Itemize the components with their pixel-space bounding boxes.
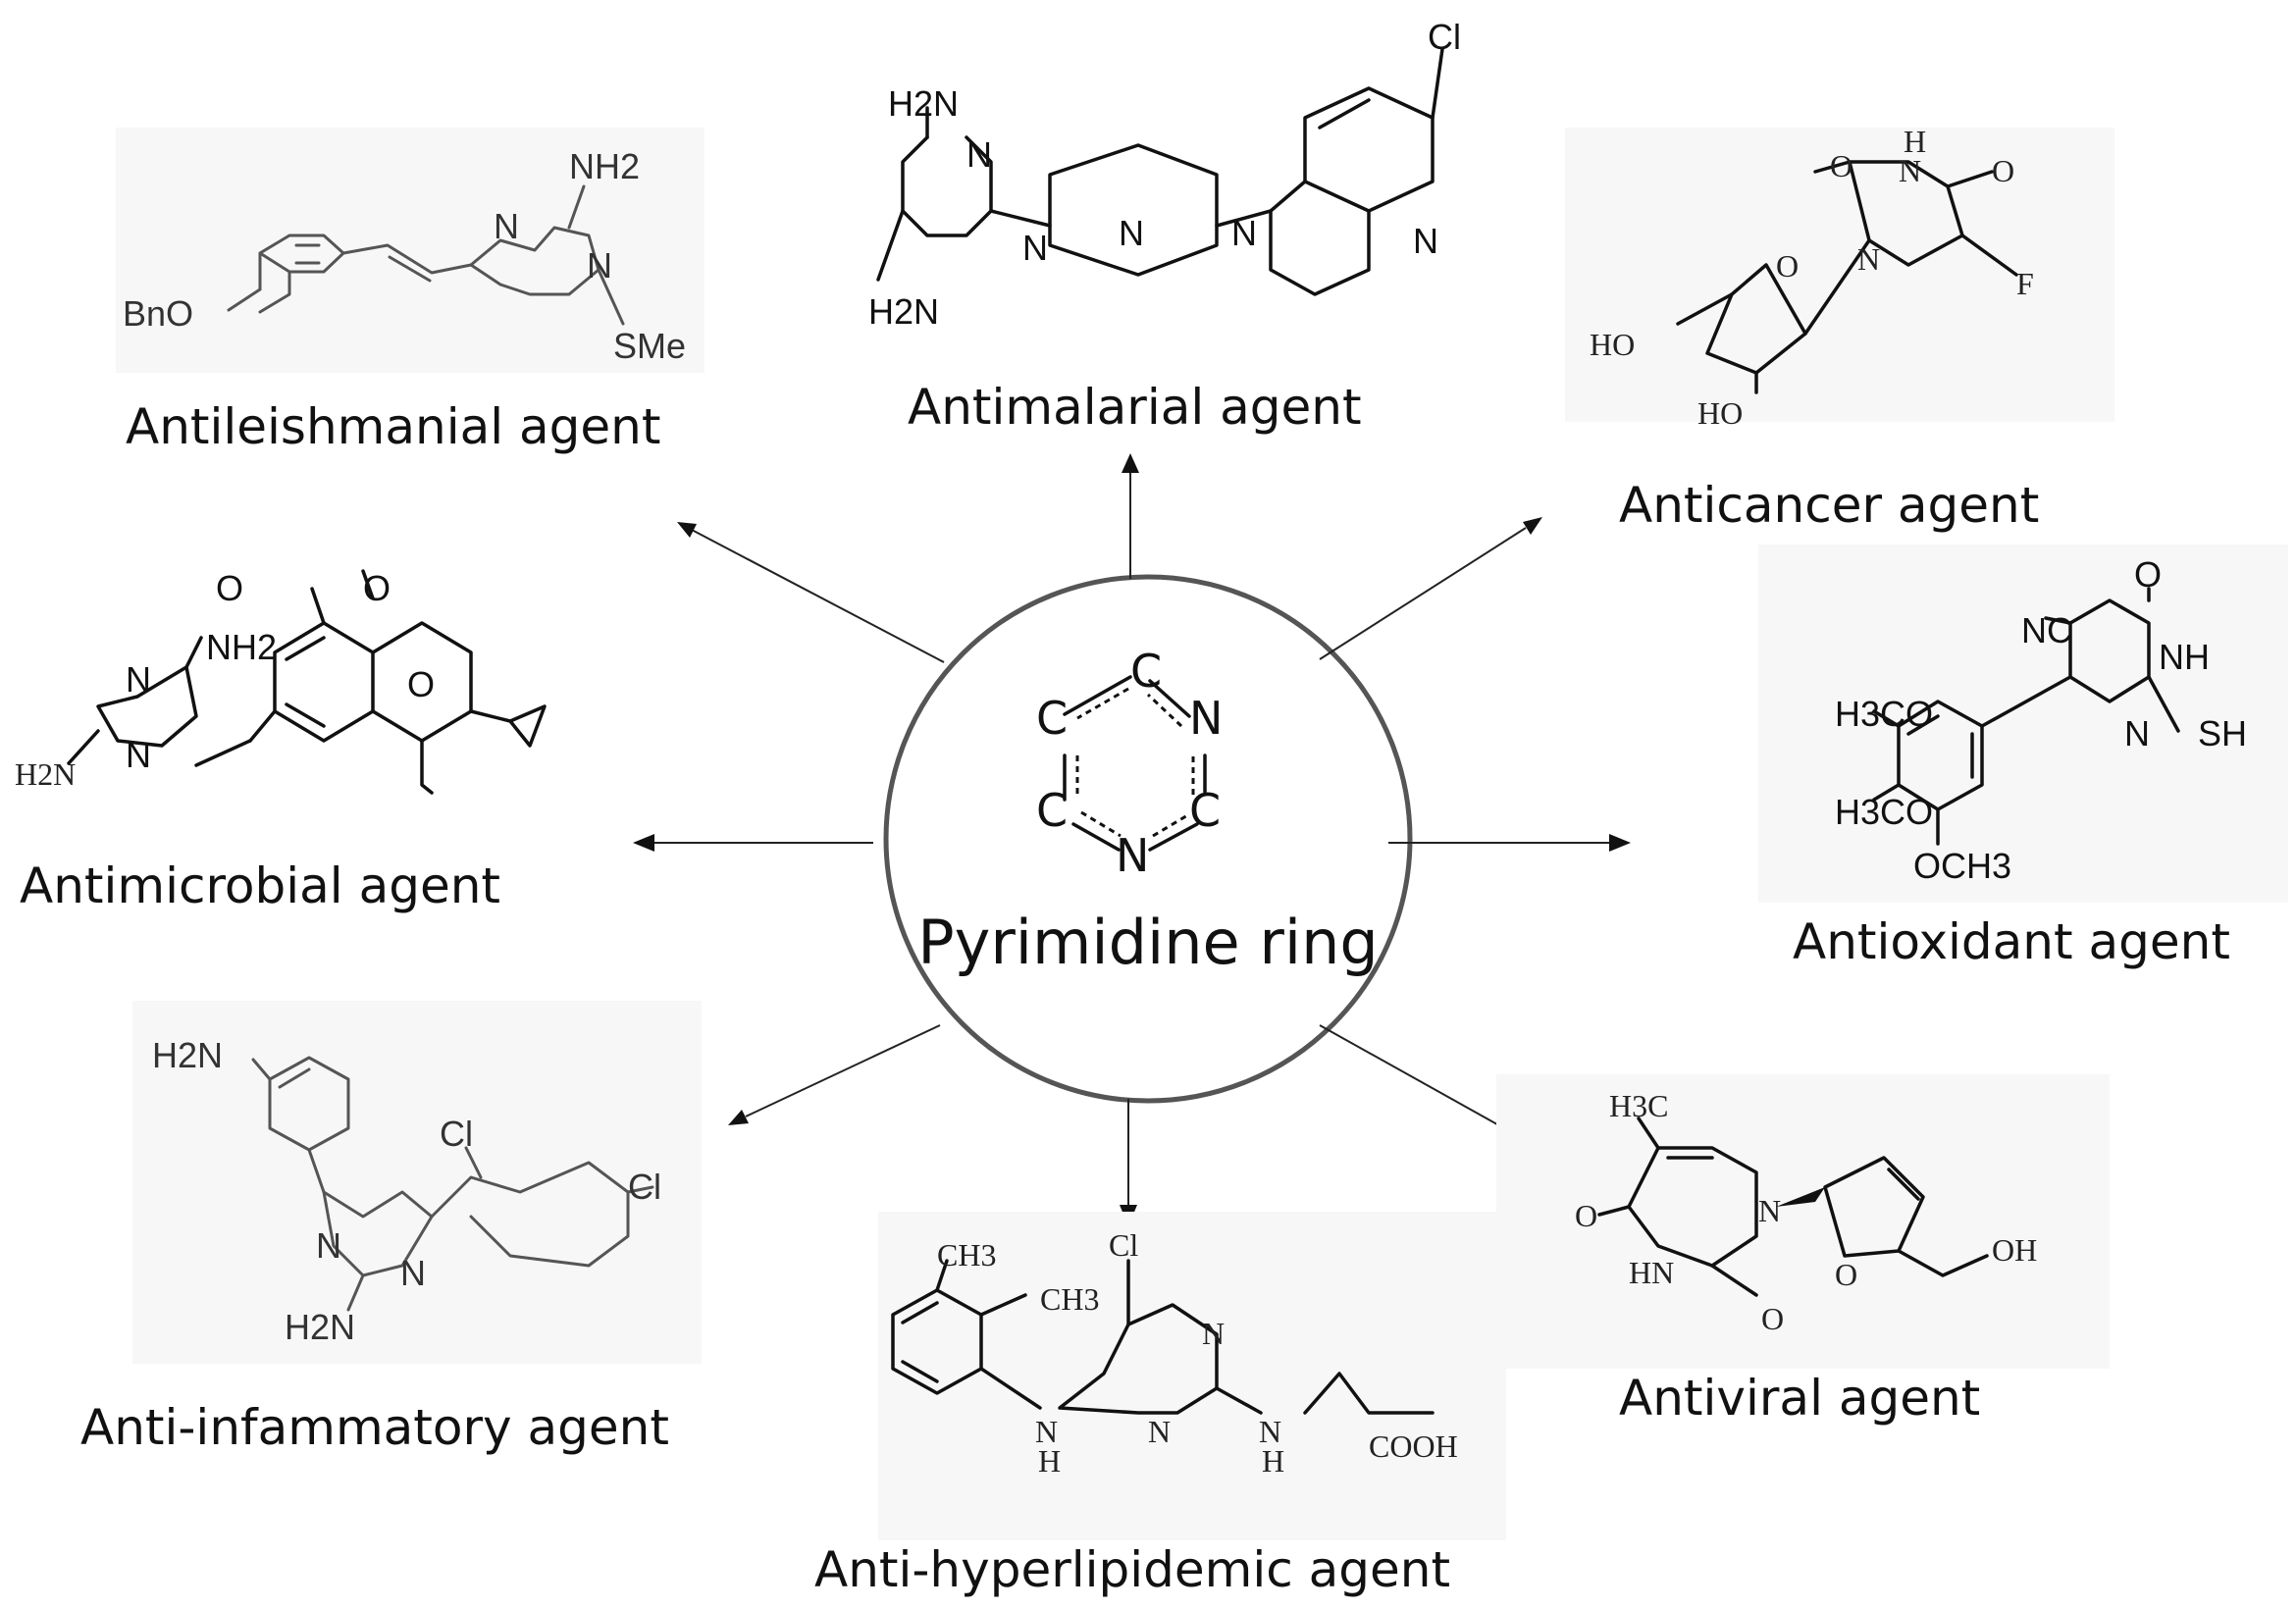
structure-anticancer: O H N O N F O HO HO — [1565, 124, 2114, 431]
ring-atom-c5: C — [1036, 692, 1068, 745]
group-cl-2: Cl — [628, 1167, 661, 1207]
group-n: N — [2124, 713, 2150, 753]
arrows — [633, 453, 1631, 1226]
group-h2n-1: H2N — [888, 83, 959, 124]
group-n-1: N — [316, 1225, 341, 1266]
group-och3: OCH3 — [1913, 846, 2011, 886]
ring-atom-c6: C — [1189, 784, 1221, 837]
group-n-c: N — [1119, 213, 1144, 253]
group-h-2: H — [1262, 1443, 1284, 1479]
group-n-3: N — [1035, 1414, 1058, 1449]
group-h2n-1: H2N — [152, 1035, 223, 1075]
group-n-d: N — [1231, 213, 1257, 253]
group-h2n-2: H2N — [285, 1307, 355, 1347]
group-n: N — [1758, 1193, 1781, 1228]
arrow-upleft-head — [677, 522, 697, 538]
group-methoxy-1: O — [216, 568, 243, 608]
label-antimalarial: Antimalarial agent — [908, 379, 1362, 436]
label-antileishmanial: Antileishmanial agent — [126, 398, 661, 455]
label-antimicrobial: Antimicrobial agent — [20, 857, 501, 914]
group-methoxy-2: O — [363, 568, 391, 608]
ring-atom-c2: C — [1130, 645, 1162, 698]
center-hub: C N C N C C — [883, 574, 1413, 1104]
group-n-2: N — [1148, 1414, 1171, 1449]
group-n-b: N — [1022, 228, 1048, 268]
group-nh2: NH2 — [569, 146, 640, 186]
group-o-2: O — [1761, 1301, 1784, 1336]
group-n-4: N — [1259, 1414, 1281, 1449]
group-o-2: O — [1992, 153, 2014, 188]
group-o-ring: O — [1776, 248, 1799, 284]
structure-antileishmanial: NH2 N N BnO SMe — [116, 128, 704, 373]
group-sh: SH — [2198, 713, 2247, 753]
group-o-ring: O — [1835, 1257, 1857, 1292]
label-anticancer: Anticancer agent — [1619, 477, 2040, 534]
group-ch3-2: CH3 — [1040, 1281, 1099, 1317]
group-h3c: H3C — [1609, 1088, 1668, 1123]
group-n-1: N — [1899, 153, 1921, 188]
group-oh: OH — [1992, 1232, 2037, 1268]
group-o-ring: O — [407, 664, 435, 704]
group-n1: N — [494, 206, 519, 246]
center-label-pyrimidine-ring: Pyrimidine ring — [917, 907, 1379, 978]
group-ch3-1: CH3 — [937, 1237, 996, 1272]
arrow-up-head — [1122, 453, 1139, 473]
group-h3co-2: H3CO — [1835, 792, 1933, 832]
group-n-1: N — [126, 659, 151, 700]
arrow-upright-head — [1523, 517, 1542, 535]
label-anti-hyperlipidemic: Anti-hyperlipidemic agent — [814, 1541, 1451, 1598]
group-bno: BnO — [123, 293, 193, 334]
label-antiviral: Antiviral agent — [1619, 1370, 1981, 1427]
group-n-a: N — [966, 134, 992, 175]
group-n-1: N — [1202, 1316, 1225, 1351]
group-hn: HN — [1629, 1255, 1674, 1290]
ring-atom-c4: C — [1036, 784, 1068, 837]
structure-antimicrobial: O O NH2 N H2N N O — [15, 568, 547, 795]
group-nh: NH — [2159, 637, 2210, 677]
structure-anti-hyperlipidemic: CH3 CH3 Cl N N N H N H COOH — [878, 1212, 1506, 1540]
ring-atom-n3: N — [1116, 829, 1149, 882]
group-nc: NC — [2021, 610, 2072, 650]
group-f: F — [2016, 266, 2034, 301]
group-ho-1: HO — [1590, 327, 1635, 362]
group-nh2: NH2 — [206, 627, 277, 667]
group-o-1: O — [1575, 1198, 1597, 1233]
label-anti-inflammatory: Anti-infammatory agent — [80, 1399, 669, 1456]
group-n-e: N — [1413, 221, 1438, 261]
arrow-right-head — [1609, 834, 1631, 852]
structure-antimalarial: H2N N N H2N N N Cl N — [868, 17, 1461, 332]
arrow-downleft-head — [728, 1110, 749, 1125]
structure-antioxidant: O NC NH H3CO N SH H3CO OCH3 — [1758, 545, 2288, 903]
group-o: O — [2134, 554, 2162, 595]
group-n-2: N — [400, 1253, 426, 1293]
structure-anti-inflammatory: H2N Cl Cl N N H2N — [132, 1001, 702, 1364]
group-n-2: N — [126, 735, 151, 775]
structure-antiviral: H3C N O HN O O OH — [1496, 1074, 2110, 1369]
group-n-2: N — [1857, 241, 1880, 277]
group-o-1: O — [1830, 148, 1852, 183]
label-antioxidant: Antioxidant agent — [1793, 913, 2230, 970]
group-cooh: COOH — [1369, 1428, 1458, 1464]
ring-atom-n1: N — [1189, 692, 1223, 745]
group-n2: N — [587, 245, 612, 286]
group-h2n: H2N — [15, 756, 76, 792]
center-circle — [883, 574, 1413, 1104]
group-cl: Cl — [1109, 1227, 1138, 1263]
group-cl-1: Cl — [440, 1114, 473, 1154]
pyrimidine-ring-structure: C N C N C C — [1036, 645, 1223, 882]
group-sme: SMe — [613, 326, 686, 366]
group-h3co-1: H3CO — [1835, 694, 1933, 734]
group-cl: Cl — [1428, 17, 1461, 57]
group-h2n-2: H2N — [868, 291, 939, 332]
group-ho-2: HO — [1697, 395, 1743, 431]
group-h: H — [1904, 124, 1926, 159]
arrow-left-head — [633, 834, 654, 852]
group-h-1: H — [1038, 1443, 1061, 1479]
